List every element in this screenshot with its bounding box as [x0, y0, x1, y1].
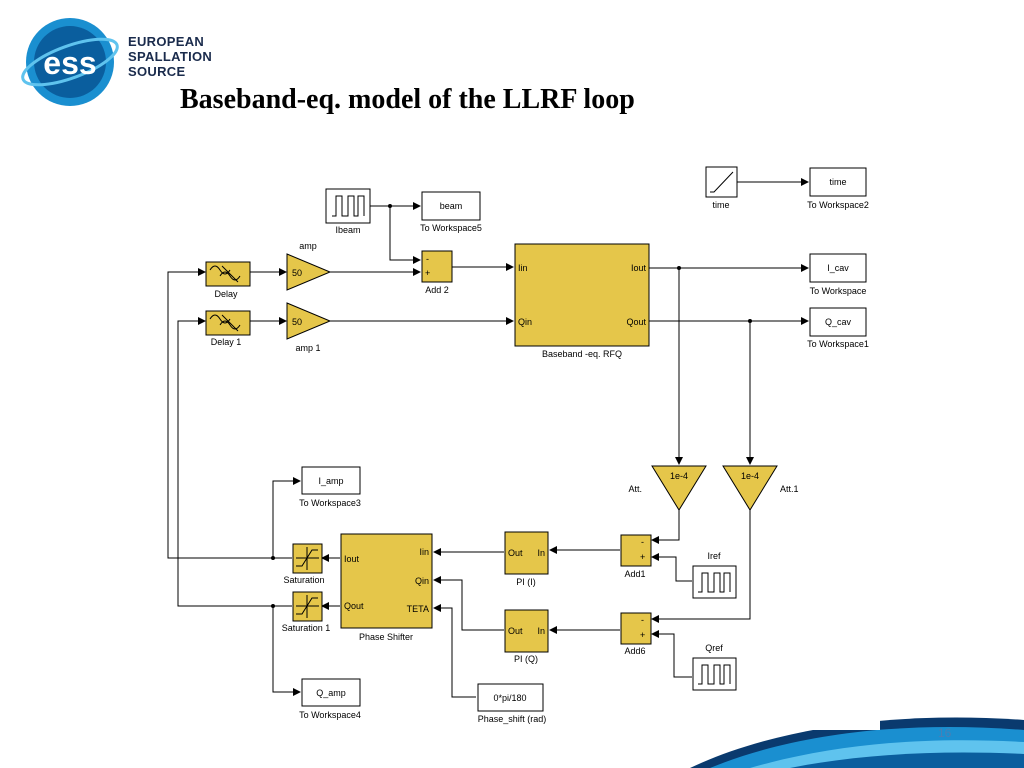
- ps-qin-port: Qin: [415, 576, 429, 586]
- icav-label: I_cav: [827, 263, 849, 273]
- rfq-iout-port: Iout: [631, 263, 647, 273]
- logo-line-2: SPALLATION: [128, 49, 213, 64]
- qref-label: Qref: [705, 643, 723, 653]
- to-workspace5-label: To Workspace5: [420, 223, 482, 233]
- delay-label: Delay: [214, 289, 238, 299]
- time-clock-source[interactable]: [705, 166, 738, 198]
- add6-minus-sign: -: [641, 615, 644, 625]
- pi-i-out-port: Out: [508, 548, 523, 558]
- att-gain-block[interactable]: [651, 465, 707, 511]
- rfq-qin-port: Qin: [518, 317, 532, 327]
- phase-shift-constant[interactable]: [477, 683, 544, 712]
- pi-i-controller[interactable]: [504, 531, 549, 575]
- iref-pulse-source[interactable]: [692, 565, 737, 599]
- add6-sum-block[interactable]: [620, 612, 652, 645]
- add2-plus-sign: +: [425, 268, 430, 278]
- ibeam-label: Ibeam: [335, 225, 360, 235]
- add1-sum-block[interactable]: [620, 534, 652, 567]
- amp1-label: amp 1: [295, 343, 320, 353]
- to-workspace4-label: To Workspace4: [299, 710, 361, 720]
- add1-plus-sign: +: [640, 552, 645, 562]
- qamp-workspace-sink[interactable]: [301, 678, 361, 707]
- to-workspace1-label: To Workspace1: [807, 339, 869, 349]
- logo-line-3: SOURCE: [128, 64, 186, 79]
- rfq-qout-port: Qout: [626, 317, 646, 327]
- add1-label: Add1: [624, 569, 645, 579]
- slide-title: Baseband-eq. model of the LLRF loop: [180, 84, 635, 115]
- amp-top-label: amp: [299, 241, 317, 251]
- qamp-label: Q_amp: [316, 688, 346, 698]
- ibeam-pulse-source[interactable]: [325, 188, 371, 224]
- decorative-swoosh: [690, 717, 1024, 768]
- delay1-block[interactable]: [205, 310, 251, 336]
- delay1-label: Delay 1: [211, 337, 242, 347]
- rfq-iin-port: Iin: [518, 263, 528, 273]
- saturation-block[interactable]: [292, 543, 323, 574]
- to-workspace-label: To Workspace: [810, 286, 867, 296]
- amp1-gain-value: 50: [292, 317, 302, 327]
- amp-gain-value: 50: [292, 268, 302, 278]
- logo-line-1: EUROPEAN: [128, 34, 205, 49]
- att1-gain-value: 1e-4: [741, 471, 759, 481]
- qcav-workspace-sink[interactable]: [809, 307, 867, 337]
- phase-shifter-block[interactable]: [340, 533, 433, 629]
- att-label: Att.: [628, 484, 642, 494]
- to-workspace3-label: To Workspace3: [299, 498, 361, 508]
- iamp-label: I_amp: [318, 476, 343, 486]
- pi-q-out-port: Out: [508, 626, 523, 636]
- pi-q-in-port: In: [537, 626, 545, 636]
- ps-teta-port: TETA: [407, 604, 429, 614]
- amp-gain-block[interactable]: [286, 253, 332, 291]
- logo-wordmark: EUROPEAN SPALLATION SOURCE: [128, 34, 212, 79]
- att1-label: Att.1: [780, 484, 799, 494]
- ess-logo-mark-icon: ess: [21, 18, 119, 106]
- phase-const-value: 0*pi/180: [493, 693, 526, 703]
- saturation1-label: Saturation 1: [282, 623, 331, 633]
- time-sink-label: time: [829, 177, 846, 187]
- time-workspace-sink[interactable]: [809, 167, 867, 197]
- saturation-label: Saturation: [283, 575, 324, 585]
- att-gain-value: 1e-4: [670, 471, 688, 481]
- beam-sink-label: beam: [440, 201, 463, 211]
- amp1-gain-block[interactable]: [286, 302, 332, 340]
- baseband-rfq-block[interactable]: [514, 243, 650, 347]
- logo-mark-text: ess: [43, 45, 96, 81]
- pi-i-in-port: In: [537, 548, 545, 558]
- att1-gain-block[interactable]: [722, 465, 778, 511]
- add2-minus-sign: -: [426, 254, 429, 264]
- phase-shift-label: Phase_shift (rad): [478, 714, 547, 724]
- llrf-block-diagram: Ibeam beam To Workspace5 time time To Wo…: [155, 160, 880, 730]
- phase-shifter-label: Phase Shifter: [359, 632, 413, 642]
- ps-iin-port: Iin: [419, 547, 429, 557]
- delay-block[interactable]: [205, 261, 251, 287]
- pi-i-label: PI (I): [516, 577, 536, 587]
- ps-iout-port: Iout: [344, 554, 360, 564]
- iref-label: Iref: [707, 551, 721, 561]
- to-workspace2-label: To Workspace2: [807, 200, 869, 210]
- page-number: 16: [938, 726, 952, 740]
- add2-label: Add 2: [425, 285, 449, 295]
- add6-label: Add6: [624, 646, 645, 656]
- rfq-label: Baseband -eq. RFQ: [542, 349, 622, 359]
- saturation1-block[interactable]: [292, 591, 323, 622]
- pi-q-controller[interactable]: [504, 609, 549, 653]
- time-source-label: time: [712, 200, 729, 210]
- add2-sum-block[interactable]: [421, 250, 453, 283]
- add6-plus-sign: +: [640, 630, 645, 640]
- qref-pulse-source[interactable]: [692, 657, 737, 691]
- add1-minus-sign: -: [641, 537, 644, 547]
- beam-workspace-sink[interactable]: [421, 191, 481, 221]
- icav-workspace-sink[interactable]: [809, 253, 867, 283]
- ps-qout-port: Qout: [344, 601, 364, 611]
- pi-q-label: PI (Q): [514, 654, 538, 664]
- qcav-label: Q_cav: [825, 317, 852, 327]
- iamp-workspace-sink[interactable]: [301, 466, 361, 495]
